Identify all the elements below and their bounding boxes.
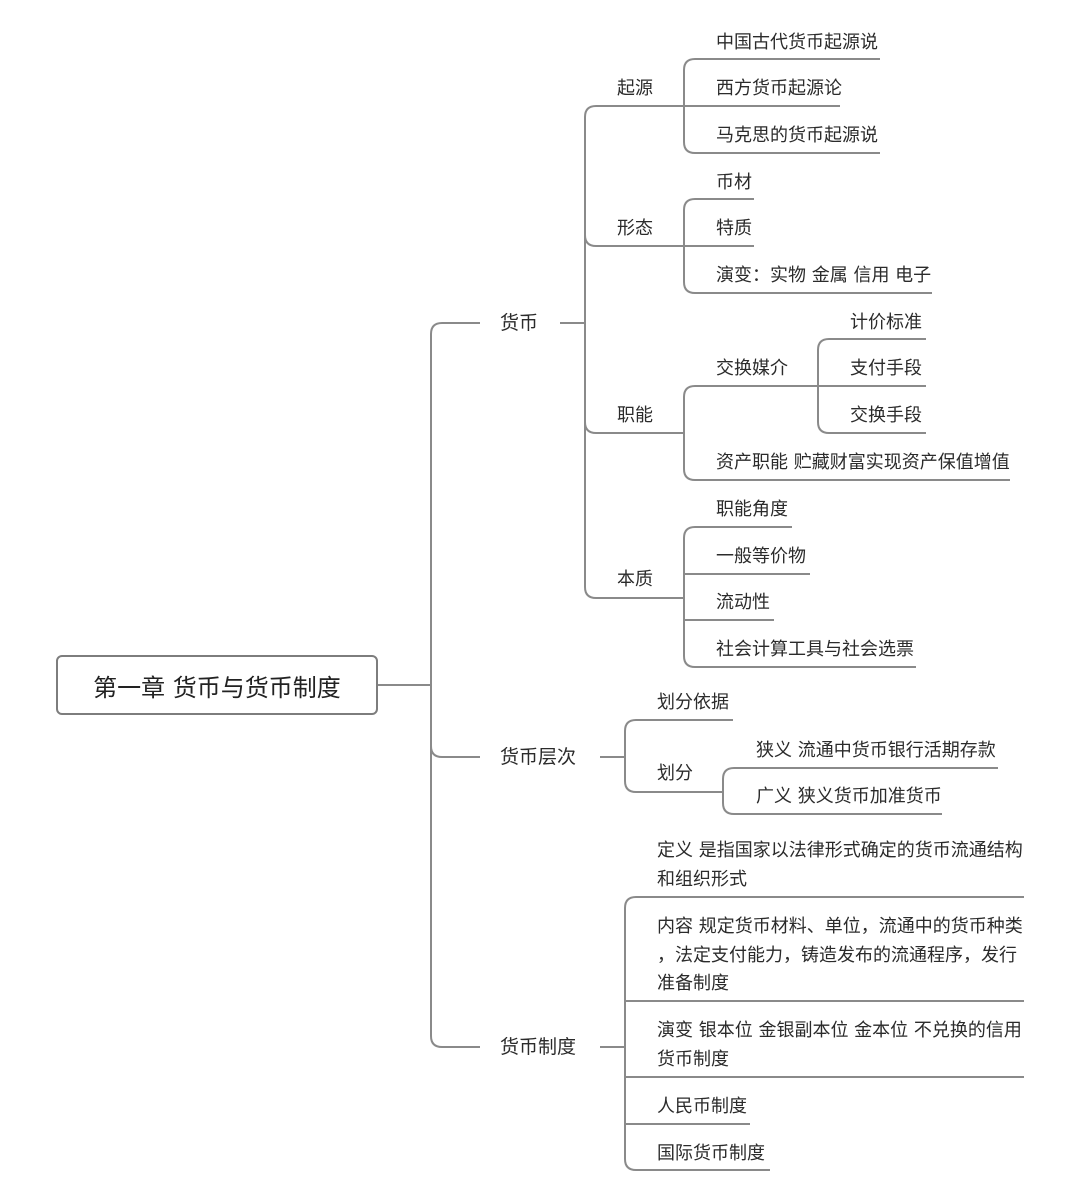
topic-xingtai-item[interactable]: 币材 <box>716 172 752 193</box>
topic-neirong-line[interactable]: ，法定支付能力，铸造发布的流通程序，发行 <box>657 945 1017 966</box>
topic-xingtai[interactable]: 形态 <box>617 218 653 239</box>
connector-trunk-1 <box>430 322 480 1048</box>
topic-xingtai-item[interactable]: 演变：实物 金属 信用 电子 <box>716 265 932 286</box>
connector-huafen <box>722 767 998 815</box>
topic-qiyuan-item[interactable]: 马克思的货币起源说 <box>716 125 878 146</box>
topic-neirong-line[interactable]: 准备制度 <box>657 973 729 994</box>
topic-huafen[interactable]: 划分 <box>657 763 693 784</box>
topic-yanbian-line[interactable]: 货币制度 <box>657 1049 729 1070</box>
topic-benzhi-item[interactable]: 一般等价物 <box>716 546 806 567</box>
topic-benzhi-item[interactable]: 流动性 <box>716 592 770 613</box>
connector-huobi-mid2 <box>584 421 684 434</box>
connector-huobi-trunk <box>584 105 684 599</box>
topic-qiyuan-item[interactable]: 中国古代货币起源说 <box>716 32 878 53</box>
topic-benzhi-item[interactable]: 职能角度 <box>716 499 788 520</box>
connector-benzhi <box>683 526 916 668</box>
root-topic[interactable]: 第一章 货币与货币制度 <box>56 655 378 715</box>
connector-cengci <box>624 719 733 793</box>
topic-zhineng[interactable]: 职能 <box>617 405 653 426</box>
topic-neirong-line[interactable]: 内容 规定货币材料、单位，流通中的货币种类 <box>657 916 1023 937</box>
topic-zichan-zhineng[interactable]: 资产职能 贮藏财富实现资产保值增值 <box>716 452 1010 473</box>
topic-xingtai-item[interactable]: 特质 <box>716 218 752 239</box>
connector-zhineng <box>683 385 1010 481</box>
topic-renminbi-zhidu[interactable]: 人民币制度 <box>657 1096 747 1117</box>
connector-trunk-1-mid <box>430 745 480 758</box>
topic-dingyi-line[interactable]: 和组织形式 <box>657 869 747 890</box>
connector-huobi-mid1 <box>584 234 684 247</box>
topic-huafen-item[interactable]: 狭义 流通中货币银行活期存款 <box>756 740 996 761</box>
topic-huobi-zhidu[interactable]: 货币制度 <box>500 1036 577 1058</box>
topic-jiaohuan-item[interactable]: 计价标准 <box>850 312 922 333</box>
topic-qiyuan-item[interactable]: 西方货币起源论 <box>716 78 842 99</box>
topic-qiyuan[interactable]: 起源 <box>617 78 653 99</box>
topic-huobi-cengci[interactable]: 货币层次 <box>500 746 577 768</box>
topic-benzhi-item[interactable]: 社会计算工具与社会选票 <box>716 639 914 660</box>
topic-jiaohuan-item[interactable]: 交换手段 <box>850 405 922 426</box>
topic-yanbian-line[interactable]: 演变 银本位 金银副本位 金本位 不兑换的信用 <box>657 1020 1022 1041</box>
root-topic-label: 第一章 货币与货币制度 <box>93 673 341 702</box>
topic-jiaohuan-item[interactable]: 支付手段 <box>850 358 922 379</box>
topic-dingyi-line[interactable]: 定义 是指国家以法律形式确定的货币流通结构 <box>657 840 1023 861</box>
topic-benzhi[interactable]: 本质 <box>617 569 653 590</box>
topic-huobi[interactable]: 货币 <box>500 312 539 334</box>
topic-huafen-item[interactable]: 广义 狭义货币加准货币 <box>756 786 942 807</box>
topic-guoji-huobi-zhidu[interactable]: 国际货币制度 <box>657 1143 765 1164</box>
topic-jiaohuan-meijie[interactable]: 交换媒介 <box>716 358 788 379</box>
connector-zhidu <box>624 896 1024 1171</box>
topic-huafen-yiju[interactable]: 划分依据 <box>657 692 729 713</box>
